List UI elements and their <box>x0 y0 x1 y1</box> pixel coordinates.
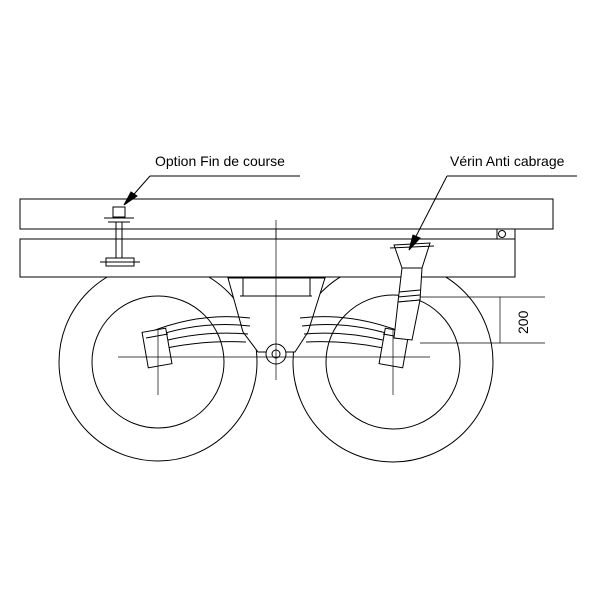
anti-tilt-label: Vérin Anti cabrage <box>450 153 565 169</box>
height-dimension <box>420 296 545 344</box>
dimension-value: 200 <box>515 310 531 334</box>
limit-switch-leader <box>123 175 300 206</box>
anti-tilt-leader <box>408 175 577 251</box>
lower-frame-beam <box>19 228 516 278</box>
upper-frame-beam <box>19 198 554 230</box>
limit-switch-label: Option Fin de course <box>155 153 285 169</box>
front-spring-clamp <box>141 327 173 369</box>
center-pivot-bracket <box>227 277 326 365</box>
anti-tilt-cylinder <box>389 242 435 341</box>
limit-switch-assembly <box>100 206 140 267</box>
